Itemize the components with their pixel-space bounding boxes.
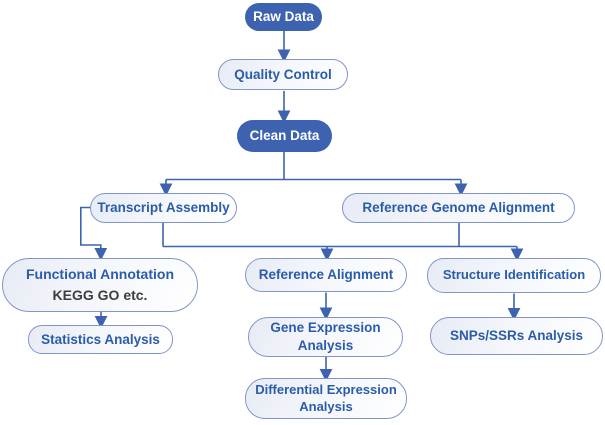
node-quality-control-label: Quality Control xyxy=(234,66,332,82)
node-gene-expression-analysis-label: Gene Expression Analysis xyxy=(270,320,381,353)
node-structure-identification: Structure Identification xyxy=(427,258,601,293)
node-statistics-analysis-label: Statistics Analysis xyxy=(41,331,160,347)
node-reference-genome-alignment-label: Reference Genome Alignment xyxy=(362,200,555,216)
node-snps-ssrs-analysis-label: SNPs/SSRs Analysis xyxy=(449,328,584,344)
node-raw-data-label: Raw Data xyxy=(253,9,314,25)
node-transcript-assembly: Transcript Assembly xyxy=(90,193,237,223)
node-statistics-analysis: Statistics Analysis xyxy=(28,325,173,354)
node-functional-annotation-sublabel: KEGG GO etc. xyxy=(52,287,148,303)
node-transcript-assembly-label: Transcript Assembly xyxy=(97,200,230,216)
node-reference-genome-alignment: Reference Genome Alignment xyxy=(342,193,575,223)
node-quality-control: Quality Control xyxy=(218,59,348,90)
node-reference-alignment: Reference Alignment xyxy=(245,258,407,292)
node-reference-alignment-label: Reference Alignment xyxy=(258,267,394,283)
node-gene-expression-analysis: Gene Expression Analysis xyxy=(248,317,403,357)
node-functional-annotation-label: Functional Annotation xyxy=(25,266,174,282)
node-snps-ssrs-analysis: SNPs/SSRs Analysis xyxy=(430,317,603,355)
node-raw-data: Raw Data xyxy=(245,3,322,31)
node-structure-identification-label: Structure Identification xyxy=(442,267,586,283)
edge-cleandata-split xyxy=(166,152,461,181)
node-clean-data: Clean Data xyxy=(237,120,332,152)
node-clean-data-label: Clean Data xyxy=(249,128,320,144)
edge-shared-rail xyxy=(162,223,517,248)
node-differential-expression-analysis: Differential Expression Analysis xyxy=(245,378,407,419)
node-functional-annotation: Functional Annotation KEGG GO etc. xyxy=(2,258,198,312)
edge-transcriptassembly-functionalannotation xyxy=(80,206,108,261)
node-differential-expression-analysis-label: Differential Expression Analysis xyxy=(255,381,397,414)
